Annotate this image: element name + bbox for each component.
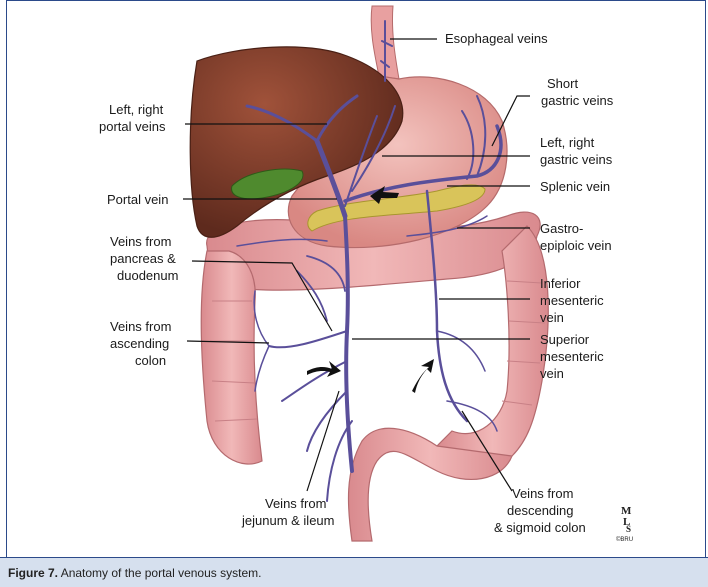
label-descending-line1: Veins from bbox=[512, 486, 573, 501]
figure-caption-text: Anatomy of the portal venous system. bbox=[58, 566, 261, 580]
label-pancreas-line1: Veins from bbox=[110, 234, 171, 249]
label-portal-veins-line1: Left, right bbox=[109, 102, 164, 117]
label-jejunum-line2: jejunum & ileum bbox=[241, 513, 335, 528]
small-intestine bbox=[260, 310, 455, 425]
label-ascending-line3: colon bbox=[135, 353, 166, 368]
figure-number: Figure 7. bbox=[8, 566, 58, 580]
label-inferior-mesenteric-line1: Inferior bbox=[540, 276, 581, 291]
label-inferior-mesenteric-line2: mesenteric bbox=[540, 293, 604, 308]
label-descending-line2: descending bbox=[507, 503, 574, 518]
label-esophageal-veins: Esophageal veins bbox=[445, 31, 548, 46]
label-inferior-mesenteric-line3: vein bbox=[540, 310, 564, 325]
label-ascending-line1: Veins from bbox=[110, 319, 171, 334]
label-short-gastric-line2: gastric veins bbox=[541, 93, 614, 108]
label-gastric-veins-line2: gastric veins bbox=[540, 152, 613, 167]
label-ascending-line2: ascending bbox=[110, 336, 169, 351]
label-superior-mesenteric-line1: Superior bbox=[540, 332, 590, 347]
label-splenic-vein: Splenic vein bbox=[540, 179, 610, 194]
label-portal-vein: Portal vein bbox=[107, 192, 168, 207]
label-jejunum-line1: Veins from bbox=[265, 496, 326, 511]
label-gastroepiploic-line2: epiploic vein bbox=[540, 238, 612, 253]
svg-text:S: S bbox=[626, 524, 631, 534]
figure-caption: Figure 7. Anatomy of the portal venous s… bbox=[8, 566, 261, 580]
label-portal-veins-line2: portal veins bbox=[99, 119, 166, 134]
label-gastroepiploic-line1: Gastro- bbox=[540, 221, 583, 236]
label-pancreas-line2: pancreas & bbox=[110, 251, 176, 266]
figure-caption-bar: Figure 7. Anatomy of the portal venous s… bbox=[0, 557, 708, 587]
artist-signature-logo: M L S ©BRU bbox=[615, 503, 641, 543]
label-gastric-veins-line1: Left, right bbox=[540, 135, 595, 150]
svg-text:©BRU: ©BRU bbox=[616, 536, 633, 543]
label-short-gastric-line1: Short bbox=[547, 76, 578, 91]
label-superior-mesenteric-line2: mesenteric bbox=[540, 349, 604, 364]
portal-venous-illustration: Esophageal veins Short gastric veins Lef… bbox=[7, 1, 705, 556]
label-pancreas-line3: duodenum bbox=[117, 268, 178, 283]
label-descending-line3: & sigmoid colon bbox=[494, 520, 586, 535]
label-superior-mesenteric-line3: vein bbox=[540, 366, 564, 381]
